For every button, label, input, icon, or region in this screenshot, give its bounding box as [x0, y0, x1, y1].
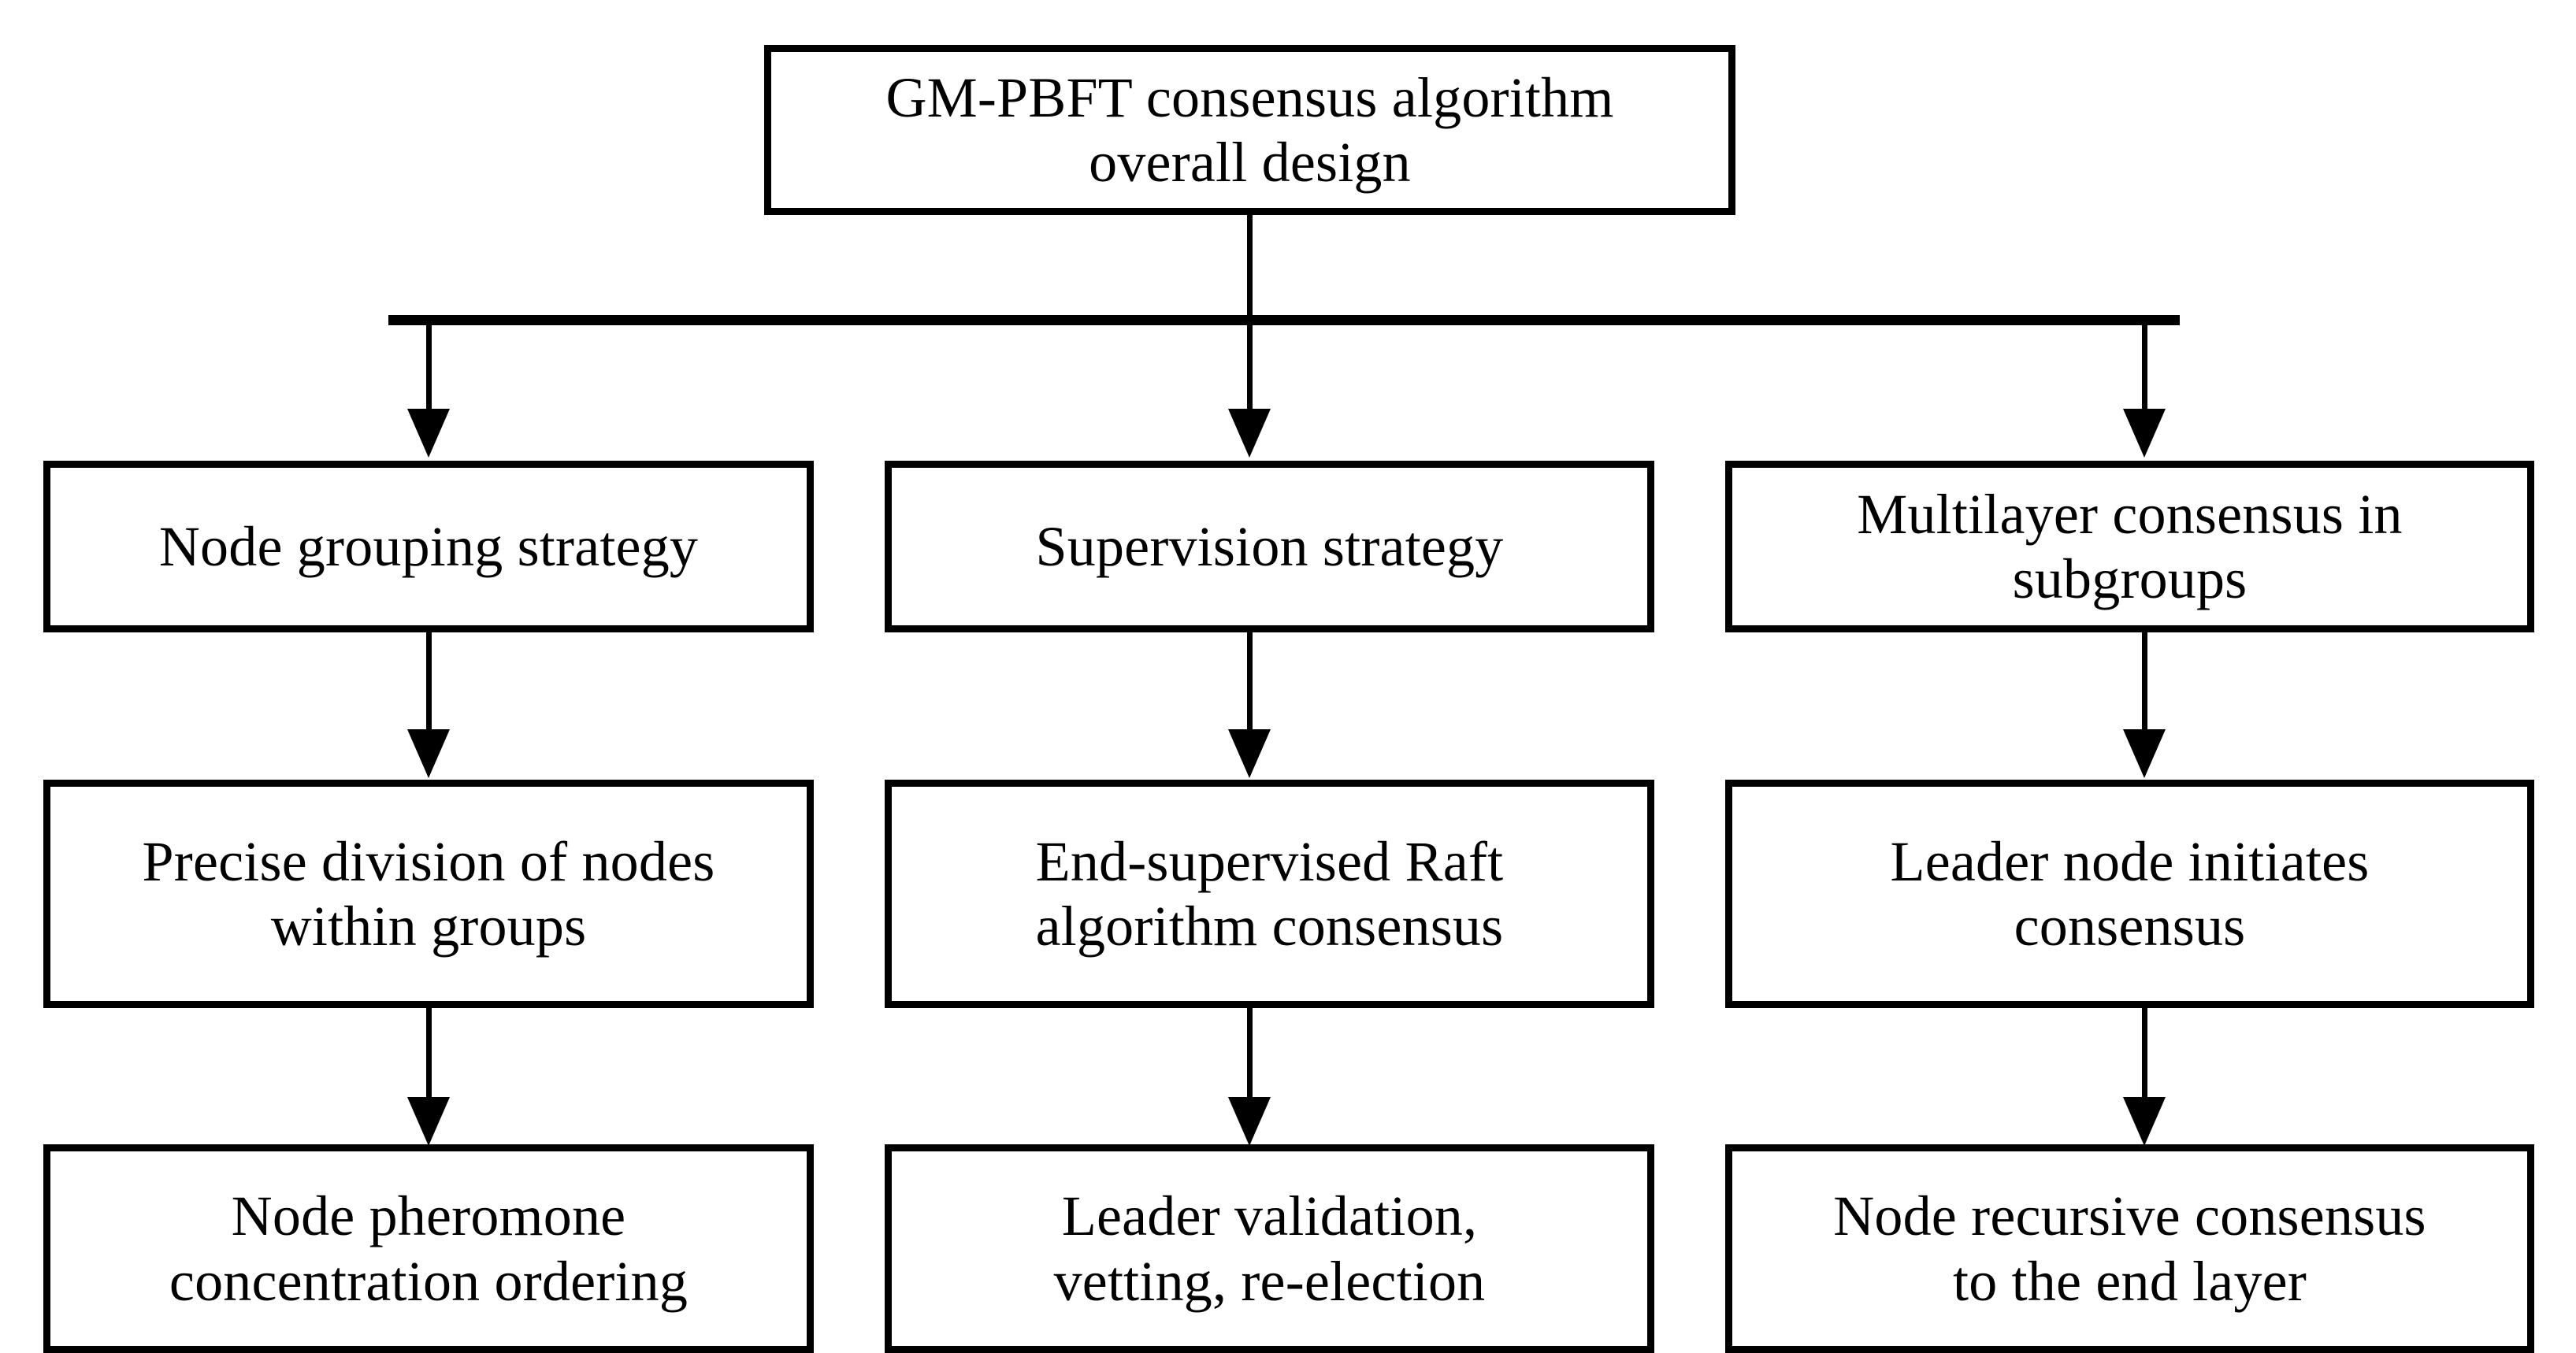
node-multilayer-consensus-label: Multilayer consensus in subgroups [1857, 482, 2403, 610]
node-leader-validation-label: Leader validation, vetting, re-election [1053, 1184, 1486, 1313]
connector-bus-drop-left [426, 320, 432, 410]
node-root-label: GM-PBFT consensus algorithm overall desi… [885, 65, 1614, 194]
connector-root-bus [388, 315, 2180, 325]
node-multilayer-consensus[interactable]: Multilayer consensus in subgroups [1725, 461, 2534, 632]
node-node-recursive-consensus-label: Node recursive consensus to the end laye… [1833, 1184, 2426, 1313]
node-node-grouping-strategy[interactable]: Node grouping strategy [43, 461, 814, 632]
node-precise-division-of-nodes-label: Precise division of nodes within groups [142, 829, 715, 958]
connector-col2-l2-to-l3 [1247, 1008, 1253, 1099]
node-root-overall-design[interactable]: GM-PBFT consensus algorithm overall desi… [764, 45, 1735, 215]
connector-col3-l1-to-l2 [2142, 632, 2147, 731]
connector-bus-drop-right [2142, 320, 2147, 410]
arrow-head-col1-l1-to-l2 [407, 729, 450, 778]
node-supervision-strategy-label: Supervision strategy [1035, 514, 1504, 578]
connector-bus-drop-middle [1247, 320, 1253, 410]
arrow-head-col3-l2-to-l3 [2123, 1097, 2166, 1146]
arrow-head-root-to-left [407, 409, 450, 458]
arrow-head-root-to-middle [1228, 409, 1271, 458]
node-leader-node-initiates[interactable]: Leader node initiates consensus [1725, 780, 2534, 1008]
node-node-pheromone-ordering-label: Node pheromone concentration ordering [169, 1184, 689, 1313]
node-precise-division-of-nodes[interactable]: Precise division of nodes within groups [43, 780, 814, 1008]
connector-root-stem [1247, 215, 1253, 320]
node-leader-validation[interactable]: Leader validation, vetting, re-election [885, 1144, 1654, 1353]
node-leader-node-initiates-label: Leader node initiates consensus [1890, 829, 2370, 958]
node-supervision-strategy[interactable]: Supervision strategy [885, 461, 1654, 632]
node-node-pheromone-ordering[interactable]: Node pheromone concentration ordering [43, 1144, 814, 1353]
node-node-grouping-strategy-label: Node grouping strategy [158, 514, 699, 578]
node-node-recursive-consensus[interactable]: Node recursive consensus to the end laye… [1725, 1144, 2534, 1353]
connector-col1-l1-to-l2 [426, 632, 432, 731]
arrow-head-col1-l2-to-l3 [407, 1097, 450, 1146]
arrow-head-root-to-right [2123, 409, 2166, 458]
node-end-supervised-raft-label: End-supervised Raft algorithm consensus [1035, 829, 1504, 958]
connector-col1-l2-to-l3 [426, 1008, 432, 1099]
node-end-supervised-raft[interactable]: End-supervised Raft algorithm consensus [885, 780, 1654, 1008]
arrow-head-col2-l1-to-l2 [1228, 729, 1271, 778]
arrow-head-col3-l1-to-l2 [2123, 729, 2166, 778]
connector-col2-l1-to-l2 [1247, 632, 1253, 731]
connector-col3-l2-to-l3 [2142, 1008, 2147, 1099]
arrow-head-col2-l2-to-l3 [1228, 1097, 1271, 1146]
